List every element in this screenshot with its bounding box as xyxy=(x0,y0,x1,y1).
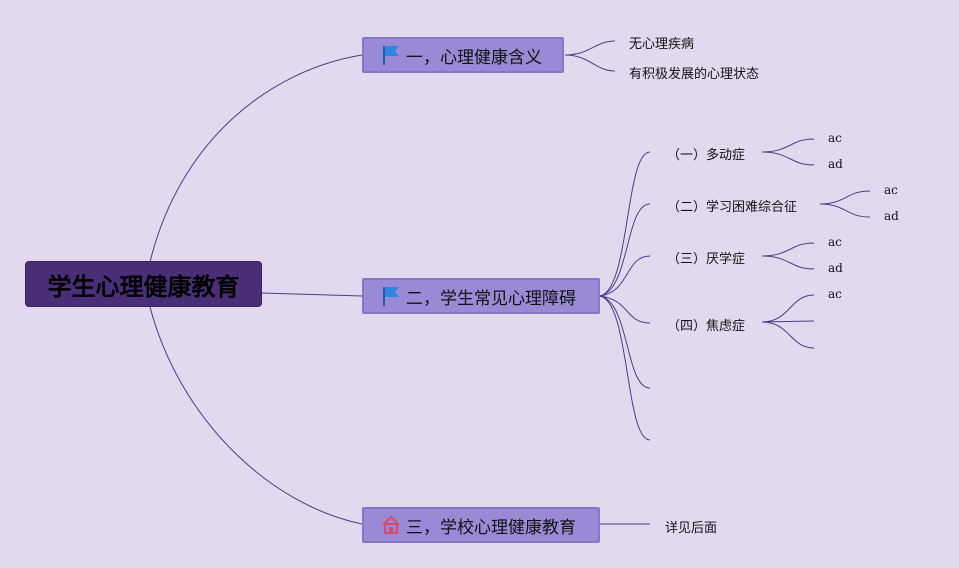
branch-node-1[interactable]: 一，心理健康含义 xyxy=(362,37,564,73)
home-icon xyxy=(382,515,400,534)
branch-label: 一，心理健康含义 xyxy=(406,47,542,68)
branch-node-3[interactable]: 三，学校心理健康教育 xyxy=(362,507,600,543)
leaf-node[interactable]: 无心理疾病 xyxy=(629,37,695,52)
flag-icon xyxy=(383,287,399,306)
leaf-node[interactable]: ad xyxy=(884,209,899,223)
sub-node[interactable]: （一）多动症 xyxy=(667,148,746,163)
leaf-node[interactable]: ad xyxy=(828,261,843,275)
sub-node[interactable]: （四）焦虑症 xyxy=(667,319,746,334)
leaf-node[interactable]: 详见后面 xyxy=(665,521,718,536)
leaf-node[interactable]: ac xyxy=(828,235,842,249)
branch-node-2[interactable]: 二，学生常见心理障碍 xyxy=(362,278,600,314)
leaf-node[interactable]: ac xyxy=(828,287,842,301)
branch-label: 三，学校心理健康教育 xyxy=(406,517,576,538)
branch-label: 二，学生常见心理障碍 xyxy=(406,288,576,309)
sub-node[interactable]: （二）学习困难综合征 xyxy=(667,200,798,215)
root-node[interactable]: 学生心理健康教育 xyxy=(25,261,262,307)
leaf-node[interactable]: ac xyxy=(884,183,898,197)
sub-node[interactable]: （三）厌学症 xyxy=(667,252,746,267)
leaf-node[interactable]: ad xyxy=(828,157,843,171)
flag-icon xyxy=(383,46,399,65)
leaf-node[interactable]: 有积极发展的心理状态 xyxy=(629,67,760,82)
root-label: 学生心理健康教育 xyxy=(47,272,240,301)
leaf-node[interactable]: ac xyxy=(828,131,842,145)
